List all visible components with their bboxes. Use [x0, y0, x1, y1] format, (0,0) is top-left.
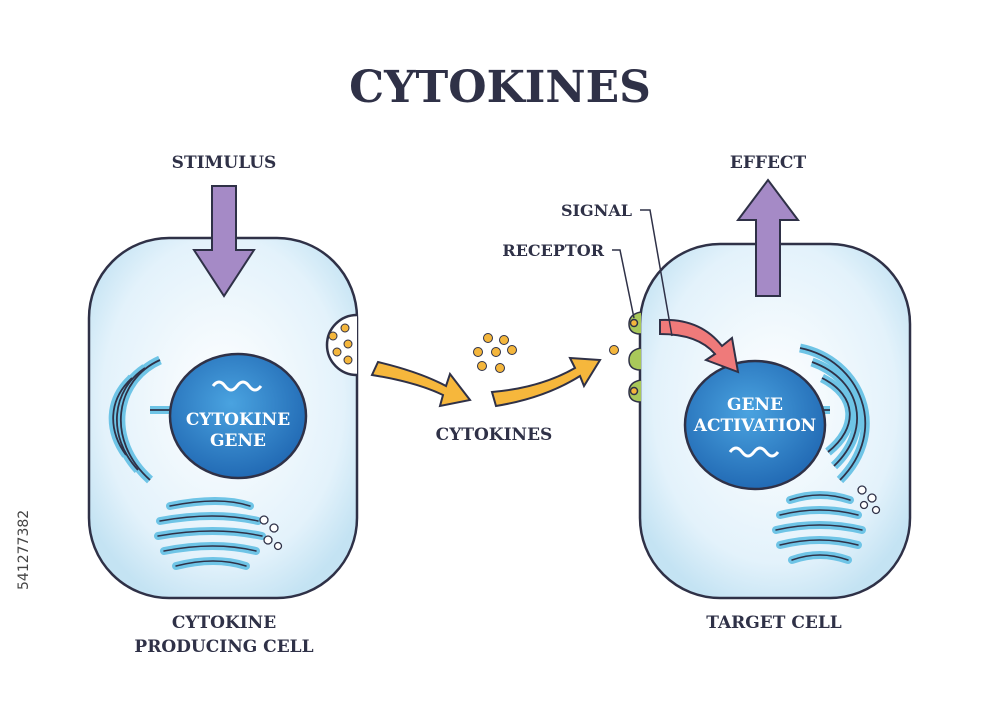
receptor-leader-line	[612, 249, 635, 319]
stock-id: 541277382	[16, 510, 32, 590]
endoplasmic-reticulum-left	[108, 355, 178, 484]
producing-cell-label-1: CYTOKINE	[172, 613, 276, 633]
effect-arrow	[736, 178, 800, 297]
target-cell: GENE ACTIVATION	[628, 242, 912, 600]
target-cell-label: TARGET CELL	[706, 613, 842, 633]
secretory-vesicle	[325, 313, 358, 377]
diagram-title: CYTOKINES	[349, 62, 651, 113]
golgi-left	[154, 497, 283, 570]
stimulus-arrow	[192, 185, 256, 298]
cytokine-arrow-2	[490, 356, 602, 408]
cytokine-arrow-1	[370, 360, 472, 408]
cytokines-label: CYTOKINES	[436, 425, 553, 445]
golgi-right	[772, 485, 881, 564]
dna-wave-icon	[211, 380, 263, 392]
nucleus-right-label-1: GENE	[727, 395, 783, 415]
free-cytokines	[473, 333, 619, 373]
nucleus-right-label-2: ACTIVATION	[693, 416, 816, 436]
cytokine-producing-cell: CYTOKINE GENE	[87, 236, 359, 600]
signal-label: SIGNAL	[561, 201, 632, 220]
nucleus-left-label-2: GENE	[210, 431, 266, 451]
signal-arrow	[659, 318, 740, 374]
producing-cell-label-2: PRODUCING CELL	[134, 637, 313, 657]
signal-leader-line	[640, 209, 673, 337]
effect-label: EFFECT	[730, 153, 807, 173]
stimulus-label: STIMULUS	[172, 153, 277, 173]
receptor-label: RECEPTOR	[502, 241, 604, 260]
nucleus-left: CYTOKINE GENE	[168, 352, 308, 480]
receptors	[628, 311, 642, 403]
dna-wave-icon	[728, 446, 780, 458]
nucleus-left-label-1: CYTOKINE	[186, 410, 290, 430]
nucleus-right: GENE ACTIVATION	[683, 359, 827, 491]
